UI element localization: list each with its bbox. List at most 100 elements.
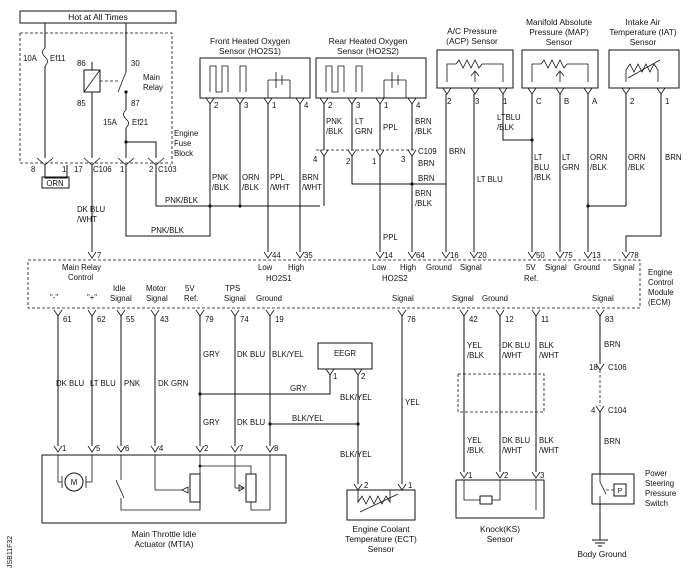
blk-wht-2b: /WHT <box>539 446 559 455</box>
ho2s2-pin-1: 1 <box>384 101 388 110</box>
wire-ef21-branch <box>126 141 157 158</box>
ecm-label-tps-2: Signal <box>224 294 246 303</box>
map-resistor <box>531 59 589 82</box>
lt-blu-2: LT BLU <box>90 379 116 388</box>
dk-blu-c: DK BLU <box>237 418 266 427</box>
pnk-blk-2a: PNK <box>326 117 343 126</box>
ks-pin-3: 3 <box>540 471 544 480</box>
yel-blk-2b: /BLK <box>467 446 485 455</box>
mtia-pin-6: 6 <box>125 444 129 453</box>
ecm-label-signal-ect: Signal <box>392 294 414 303</box>
ho2s1-heater <box>209 65 229 93</box>
pnk-blk-1a: PNK <box>212 173 229 182</box>
mtia-motor-wires <box>57 455 93 483</box>
ho2s2-box <box>315 57 427 99</box>
ecm-label-ground-ks: Ground <box>482 294 508 303</box>
pnk-blk-h1: PNK/BLK <box>165 196 199 205</box>
mtia-title-1: Main Throttle Idle <box>132 529 197 539</box>
brn-iat: BRN <box>665 153 681 162</box>
main-relay-control-2: Control <box>68 273 93 282</box>
c106-lower-label: C106 <box>608 363 627 372</box>
iat-title-3: Sensor <box>630 37 657 47</box>
orn-blk-2b: /BLK <box>590 163 608 172</box>
blk-yel-1: BLK/YEL <box>272 350 304 359</box>
ecm-label-idle-1: Idle <box>113 284 126 293</box>
blk-wht-2a: BLK <box>539 436 555 445</box>
yel-blk-1b: /BLK <box>467 351 485 360</box>
eegr-pin-2: 2 <box>361 372 365 381</box>
blk-yel-4: BLK/YEL <box>340 450 372 459</box>
main-relay-line1: Main <box>143 73 160 82</box>
dk-blu-wht-3a: DK BLU <box>502 436 531 445</box>
acp-resistor <box>446 59 504 82</box>
ho2s2-pin-arrows <box>319 97 417 105</box>
fuse-ef21-symbol <box>123 109 129 129</box>
yel: YEL <box>405 398 420 407</box>
iat-title-1: Intake Air <box>626 17 661 27</box>
ecm-pin-14: 14 <box>384 251 393 260</box>
orn-label: ORN <box>46 179 63 188</box>
pin-17: 17 <box>74 165 83 174</box>
dk-blu-wht-2: /WHT <box>77 215 97 224</box>
map-title-3: Sensor <box>546 37 573 47</box>
ks-element-wires <box>463 480 501 501</box>
ecm-pin-79: 79 <box>205 315 214 324</box>
ho2s1-pin-3: 3 <box>244 101 248 110</box>
ks-pin-1: 1 <box>468 471 472 480</box>
brn-4: BRN <box>604 340 620 349</box>
mtia-pot-1-arrow <box>181 486 189 494</box>
brn-1: BRN <box>418 174 434 183</box>
ps-title-3: Pressure <box>645 489 676 498</box>
dk-blu-a: DK BLU <box>56 379 85 388</box>
wire-pnk-blk-upper <box>155 165 320 207</box>
map-pin-b: B <box>564 97 569 106</box>
pin-1a: 1 <box>62 165 66 174</box>
ecm-signal-2: Signal <box>545 263 567 272</box>
ect-box <box>346 489 416 521</box>
ecm-low-2: Low <box>372 263 387 272</box>
ecm-label-minus: "-" <box>50 293 58 302</box>
wire-iat-brn <box>625 94 662 252</box>
blk-wht-1b: /WHT <box>539 351 559 360</box>
orn-blk-1a: ORN <box>242 173 259 182</box>
ect-title-3: Sensor <box>368 544 395 554</box>
lt-grn-1b: GRN <box>355 127 372 136</box>
ecm-label-plus: "+" <box>87 293 97 302</box>
map-wiper <box>555 70 565 82</box>
hot-at-all-times-bar <box>19 10 177 24</box>
ks-title-2: Sensor <box>487 534 514 544</box>
gry-3: GRY <box>203 418 221 427</box>
ho2s2-element <box>355 65 363 92</box>
blk-wht-1a: BLK <box>539 341 555 350</box>
orn-blk-3a: ORN <box>628 153 645 162</box>
acp-pin-3: 3 <box>475 97 479 106</box>
pnk-blk-2b: /BLK <box>326 127 344 136</box>
body-ground-label: Body Ground <box>577 549 627 559</box>
ect-thermistor-arrow <box>359 493 399 513</box>
mtia-title-2: Actuator (MTIA) <box>134 539 193 549</box>
eegr-box <box>317 342 373 370</box>
ecm-ground-2: Ground <box>574 263 600 272</box>
map-pin-c: C <box>536 97 542 106</box>
wire-pnk-blk-lower <box>125 104 211 237</box>
gry-2: GRY <box>290 384 308 393</box>
lt-blu-blk-a: LT <box>534 153 543 162</box>
c104-connector <box>595 405 605 413</box>
fuse-block-outline-left <box>19 33 170 164</box>
c109-label: C109 <box>418 147 437 156</box>
ho2s1-pin-2: 2 <box>214 101 218 110</box>
ks-title-1: Knock(KS) <box>480 524 520 534</box>
mtia-pin-arrows <box>53 445 275 453</box>
ecm-pin-61: 61 <box>63 315 72 324</box>
pin-8: 8 <box>31 165 35 174</box>
ecm-pin-16: 16 <box>450 251 459 260</box>
ho2s2-title-1: Rear Heated Oxygen <box>329 36 408 46</box>
ho2s1-title-2: Sensor (HO2S1) <box>219 46 281 56</box>
orn-blk-2a: ORN <box>590 153 607 162</box>
ecm-pin-20: 20 <box>478 251 487 260</box>
ks-shield <box>457 373 545 413</box>
brn-acp: BRN <box>449 147 465 156</box>
ecm-pin-11: 11 <box>541 315 549 324</box>
pnk-blk-node <box>208 204 212 208</box>
